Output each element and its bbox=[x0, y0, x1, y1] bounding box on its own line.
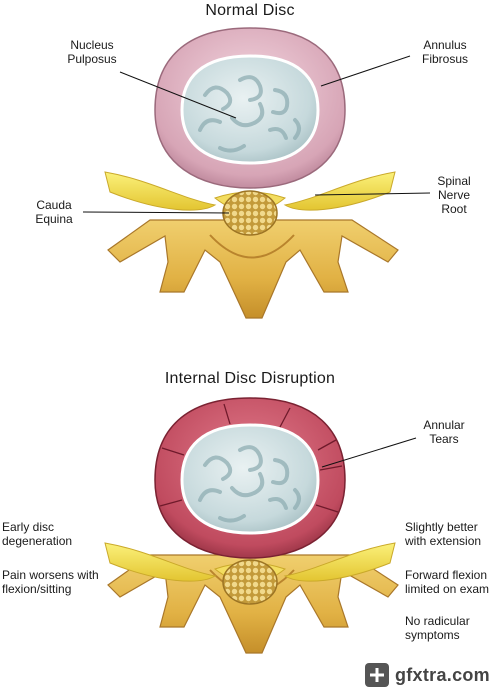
note-right1-line2: with extension bbox=[405, 534, 482, 548]
note-left1-line2: degeneration bbox=[2, 534, 73, 548]
label-annular-tears: Annular Tears bbox=[414, 418, 474, 446]
note-flexion-limited: Forward flexion limited on exam bbox=[405, 568, 489, 596]
note-right2-line2: limited on exam bbox=[405, 582, 490, 596]
label-annulus-line1: Annulus bbox=[423, 38, 467, 52]
note-early-degeneration: Early disc degeneration bbox=[2, 520, 72, 548]
label-nucleus-line1: Nucleus bbox=[70, 38, 114, 52]
label-spinal-line1: Spinal bbox=[437, 174, 471, 188]
normal-nucleus-texture bbox=[198, 75, 301, 153]
label-cauda-line1: Cauda bbox=[36, 198, 72, 212]
note-left2-line2: flexion/sitting bbox=[2, 582, 72, 596]
label-spinal-line3: Root bbox=[441, 202, 467, 216]
disruption-left-nerve-root bbox=[104, 542, 217, 582]
disruption-disc bbox=[154, 397, 346, 559]
leader-annulus bbox=[320, 55, 411, 87]
note-right3-line2: symptoms bbox=[405, 628, 460, 642]
label-cauda-line2: Equina bbox=[35, 212, 73, 226]
disruption-right-nerve-root bbox=[283, 542, 396, 582]
label-spinal-nerve-root: Spinal Nerve Root bbox=[428, 174, 480, 216]
normal-nucleus-pulposus bbox=[180, 54, 320, 165]
label-cauda-equina: Cauda Equina bbox=[28, 198, 80, 226]
normal-disc bbox=[154, 27, 346, 189]
disruption-cauda-equina-bundle bbox=[222, 559, 278, 605]
label-tears-line1: Annular bbox=[423, 418, 465, 432]
label-annulus-fibrosus: Annulus Fibrosus bbox=[410, 38, 480, 66]
note-no-radicular: No radicular symptoms bbox=[405, 614, 470, 642]
watermark: gfxtra.com bbox=[364, 662, 490, 688]
label-nucleus-pulposus: Nucleus Pulposus bbox=[62, 38, 122, 66]
note-better-extension: Slightly better with extension bbox=[405, 520, 481, 548]
annular-tear-lines bbox=[159, 403, 343, 513]
normal-leader-lines bbox=[82, 55, 431, 214]
leader-cauda bbox=[82, 211, 230, 214]
normal-left-nerve-root bbox=[104, 171, 217, 211]
leader-spinal-root bbox=[314, 192, 431, 196]
watermark-logo-icon bbox=[364, 663, 389, 687]
note-pain-flexion: Pain worsens with flexion/sitting bbox=[2, 568, 99, 596]
note-right2-line1: Forward flexion bbox=[405, 568, 488, 582]
disruption-nucleus-texture bbox=[198, 445, 301, 523]
normal-bone-shape bbox=[107, 219, 399, 319]
label-tears-line2: Tears bbox=[429, 432, 459, 446]
disruption-nucleus bbox=[180, 423, 320, 535]
note-left1-line1: Early disc bbox=[2, 520, 55, 534]
normal-lamina-contour bbox=[209, 234, 295, 259]
normal-disc-title: Normal Disc bbox=[205, 2, 295, 19]
watermark-text: gfxtra.com bbox=[394, 664, 490, 685]
note-right3-line1: No radicular bbox=[405, 614, 470, 628]
disruption-title: Internal Disc Disruption bbox=[164, 370, 336, 387]
normal-right-nerve-root bbox=[283, 171, 396, 211]
normal-vertebra bbox=[107, 219, 399, 319]
leader-annular-tears bbox=[321, 437, 417, 468]
label-nucleus-line2: Pulposus bbox=[67, 52, 117, 66]
note-left2-line1: Pain worsens with bbox=[2, 568, 99, 582]
normal-cauda-equina-bundle bbox=[222, 190, 278, 236]
disruption-leader-lines bbox=[321, 437, 417, 468]
label-annulus-line2: Fibrosus bbox=[421, 52, 468, 66]
note-right1-line1: Slightly better bbox=[405, 520, 478, 534]
leader-nucleus bbox=[119, 71, 237, 119]
label-spinal-line2: Nerve bbox=[437, 188, 470, 202]
